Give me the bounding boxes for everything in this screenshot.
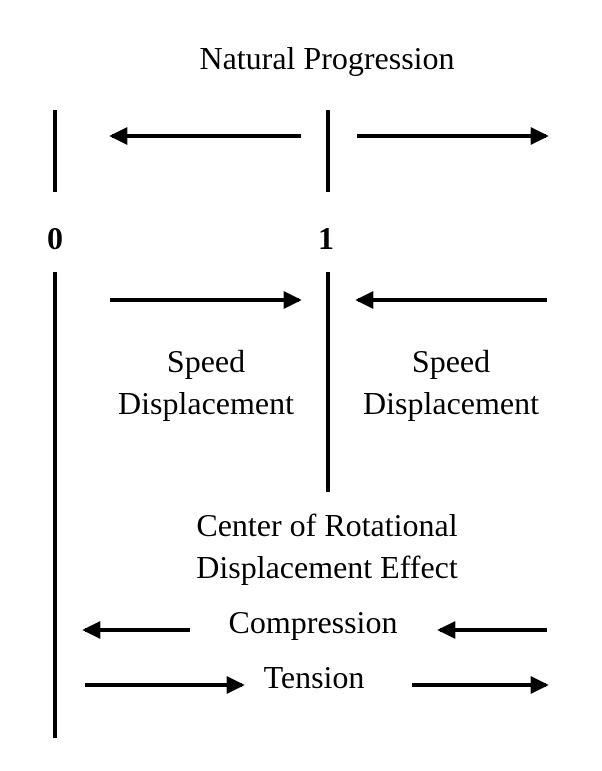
one-label: 1 bbox=[318, 220, 334, 256]
title: Natural Progression bbox=[199, 40, 455, 76]
left-displacement-label: Displacement bbox=[118, 385, 294, 421]
zero-label: 0 bbox=[47, 220, 63, 256]
compression-label: Compression bbox=[228, 604, 398, 640]
left-speed-label: Speed bbox=[166, 343, 246, 379]
right-speed-displacement-label: Speed Displacement bbox=[363, 340, 539, 424]
center-effect-line1: Center of Rotational bbox=[196, 507, 458, 543]
center-effect-label: Center of Rotational Displacement Effect bbox=[196, 504, 458, 588]
right-displacement-label: Displacement bbox=[363, 385, 539, 421]
tension-label: Tension bbox=[263, 659, 365, 695]
left-speed-displacement-label: Speed Displacement bbox=[118, 340, 294, 424]
right-speed-label: Speed bbox=[411, 343, 491, 379]
center-effect-line2: Displacement Effect bbox=[196, 549, 458, 585]
